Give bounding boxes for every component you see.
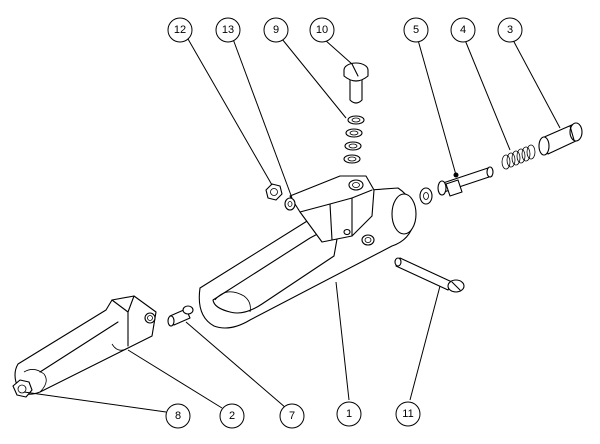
part-7-pin — [167, 305, 194, 327]
part-4-spring — [501, 144, 536, 170]
callout-8: 8 — [165, 403, 191, 429]
svg-text:7: 7 — [289, 410, 295, 422]
callout-7: 7 — [279, 403, 305, 429]
part-9-washers — [343, 115, 365, 164]
part-seal-ring — [419, 187, 433, 205]
callout-9: 9 — [263, 17, 289, 43]
svg-text:8: 8 — [175, 410, 181, 422]
callout-1: 1 — [336, 401, 362, 427]
part-10-screw — [343, 62, 369, 104]
svg-text:13: 13 — [222, 24, 234, 36]
svg-text:10: 10 — [316, 24, 328, 36]
part-2-lever — [14, 295, 157, 395]
callout-12: 12 — [167, 17, 193, 43]
callout-2: 2 — [219, 403, 245, 429]
callout-11: 11 — [395, 401, 421, 427]
part-13-washer — [284, 197, 296, 211]
svg-text:11: 11 — [402, 408, 413, 420]
svg-text:9: 9 — [273, 24, 279, 36]
callout-3: 3 — [497, 17, 523, 43]
svg-text:4: 4 — [460, 24, 466, 36]
part-12-nut — [265, 183, 283, 201]
svg-text:5: 5 — [413, 24, 419, 36]
part-1-body — [198, 175, 417, 329]
leader-lines — [23, 38, 561, 413]
callout-10: 10 — [309, 17, 335, 43]
part-3-endcap — [538, 122, 583, 156]
callout-4: 4 — [450, 17, 476, 43]
callout-5: 5 — [403, 17, 429, 43]
svg-text:12: 12 — [174, 24, 186, 36]
part-11-long-pin — [394, 257, 465, 293]
svg-text:1: 1 — [346, 408, 352, 420]
callout-13: 13 — [215, 17, 241, 43]
svg-text:2: 2 — [229, 410, 235, 422]
svg-text:3: 3 — [507, 24, 513, 36]
part-5-plunger — [437, 166, 494, 197]
